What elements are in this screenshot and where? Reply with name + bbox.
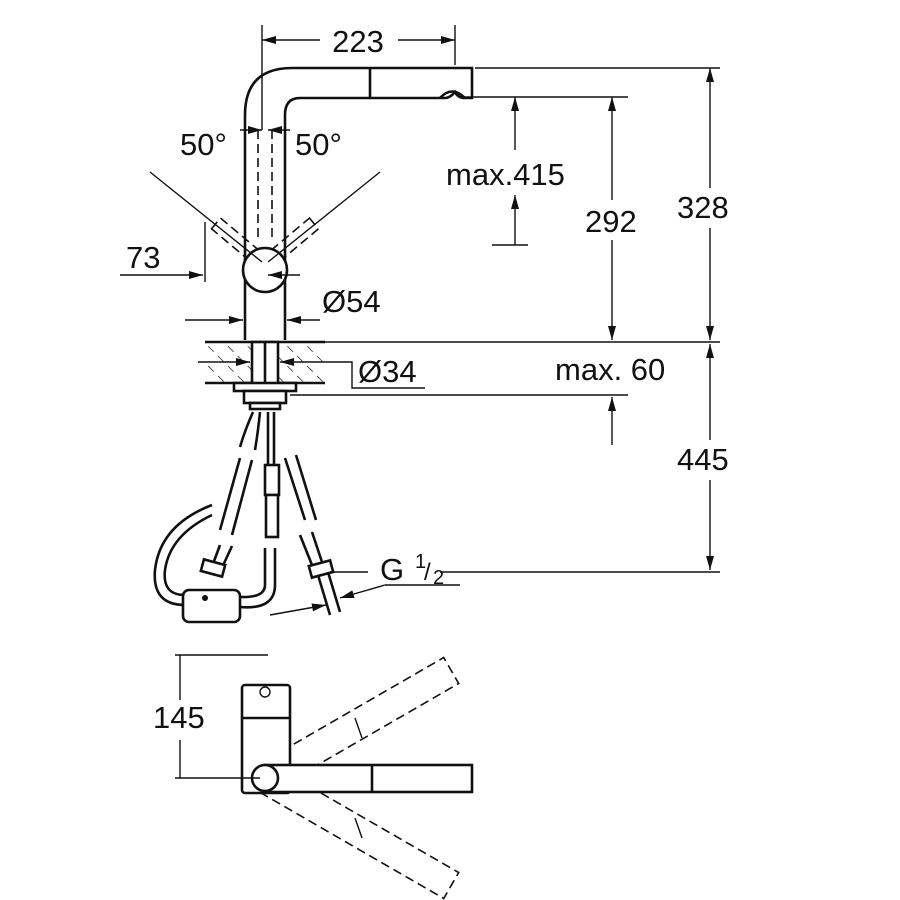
dim-hose-length: 445 [440,344,746,573]
dim-223-label: 223 [332,24,384,59]
handle-rotated-left [210,216,268,269]
thread-numerator: 1 [415,551,426,573]
dim-thread: G 1 / 2 [269,551,460,616]
diverter-box [181,588,242,624]
handle-circle [241,246,289,294]
dim-hole-diameter: Ø34 [198,354,425,389]
dim-328-label: 328 [677,190,729,225]
dim-handle-offset: 73 [120,222,300,282]
dim-73-label: 73 [126,240,160,275]
dim-max60-label: max. 60 [555,352,665,387]
dim-445-label: 445 [677,442,729,477]
dim-292-label: 292 [585,204,637,239]
faucet-top-view: 145 [150,654,474,900]
dim-total-height: 328 [285,67,746,343]
dim-spout-reach: 223 [261,24,456,130]
dim-spout-height: 292 [583,97,643,340]
thread-slash: / [424,559,431,586]
angle-right-label: 50° [295,127,342,162]
dim-54-label: Ø54 [322,284,381,319]
angle-left-label: 50° [180,127,227,162]
dim-body-diameter: Ø54 [185,284,381,324]
handle-rotated-right [262,216,320,269]
dim-max415-label: max.415 [446,157,565,192]
dim-34-label: Ø34 [358,354,417,389]
dim-max-counter: max. 60 [290,352,665,445]
thread-denominator: 2 [433,567,444,589]
dim-145-label: 145 [153,700,205,735]
thread-g-label: G [380,552,404,587]
dim-max-pullout: max.415 [446,96,628,246]
